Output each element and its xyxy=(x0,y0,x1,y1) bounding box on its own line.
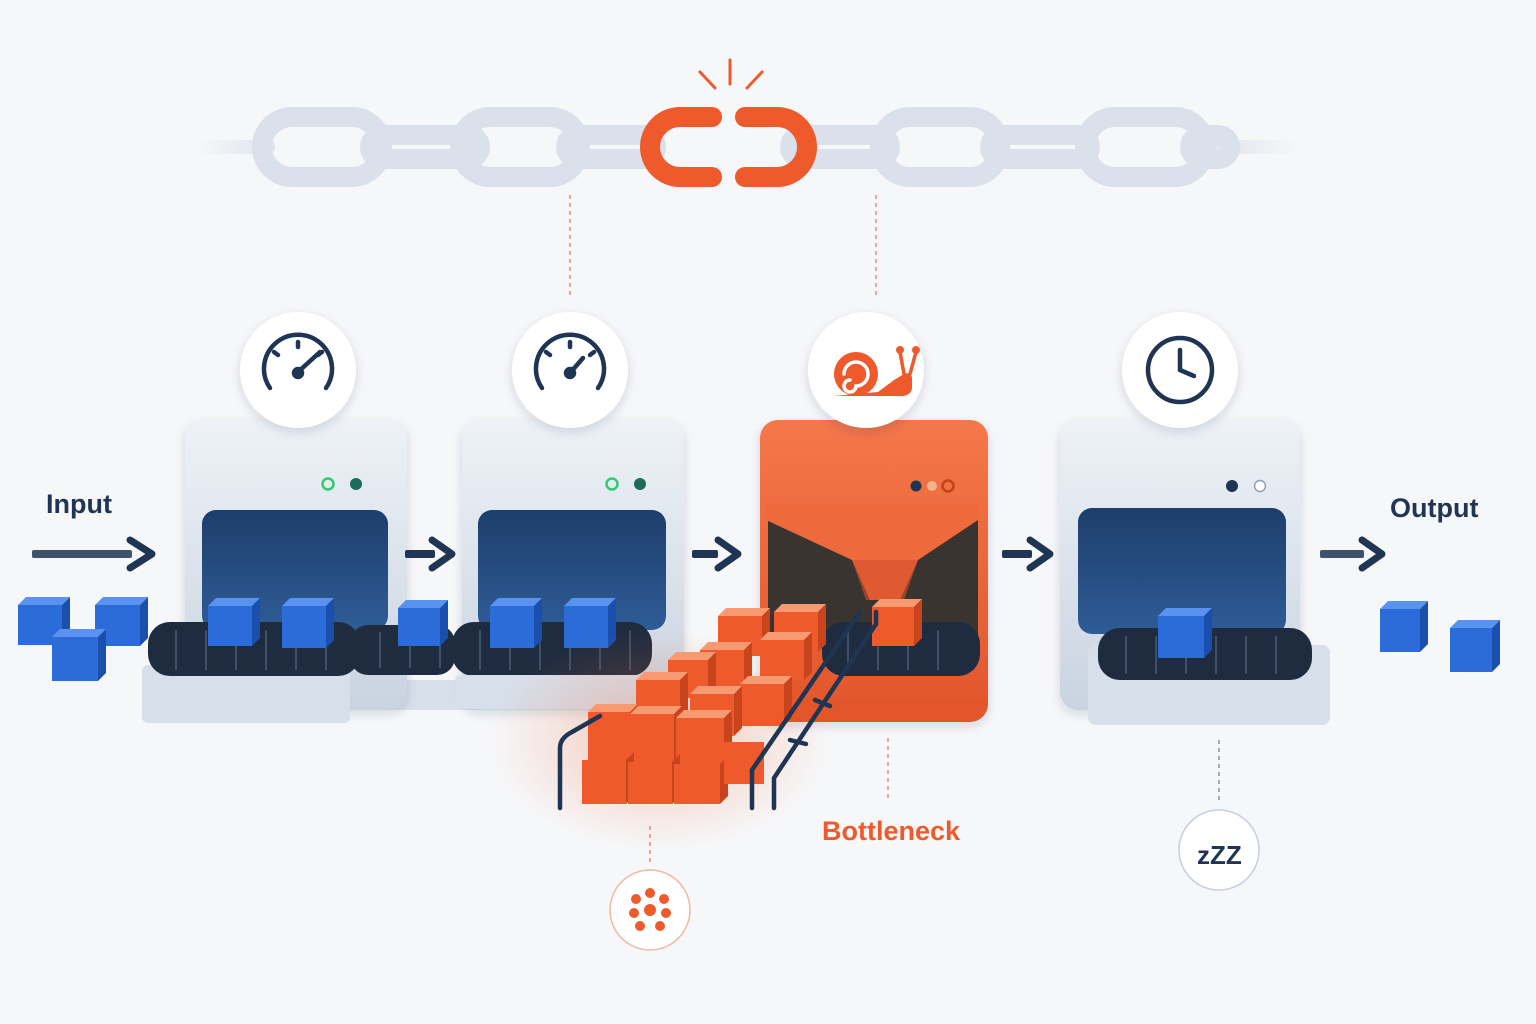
station-indicator xyxy=(808,312,924,428)
block xyxy=(872,599,922,646)
block xyxy=(630,706,682,762)
station-base xyxy=(142,665,350,723)
block xyxy=(740,676,792,726)
block xyxy=(1158,608,1212,658)
guide-rail xyxy=(557,609,879,811)
status-light xyxy=(927,481,937,491)
broken-chain-link-icon xyxy=(640,107,817,187)
station-indicator xyxy=(1122,312,1238,428)
chain xyxy=(195,58,1300,295)
status-light xyxy=(941,479,955,493)
status-light xyxy=(910,480,922,492)
bottleneck-label: Bottleneck xyxy=(822,816,961,846)
queued-blocks xyxy=(557,604,879,811)
output-label: Output xyxy=(1390,493,1478,523)
chain-link xyxy=(1180,125,1240,169)
station-4 xyxy=(1060,312,1330,725)
block xyxy=(674,756,728,804)
arrow-right-icon xyxy=(1320,536,1386,572)
block xyxy=(282,598,334,648)
block xyxy=(52,629,106,681)
status-light xyxy=(321,477,335,491)
block xyxy=(1450,620,1500,672)
snail-icon xyxy=(834,346,920,396)
block xyxy=(1380,601,1428,652)
conveyor-belt xyxy=(822,622,980,676)
input-label: Input xyxy=(46,489,112,519)
clock-icon xyxy=(1145,335,1215,405)
bottleneck-annotation: Bottleneck xyxy=(822,738,961,846)
input-section: Input xyxy=(18,489,156,681)
block xyxy=(208,598,260,646)
station-indicator xyxy=(240,312,356,428)
hopper xyxy=(766,505,978,600)
status-light xyxy=(350,478,362,490)
block xyxy=(398,600,448,646)
sleep-icon: zZZ xyxy=(1197,840,1242,870)
chain-link xyxy=(252,107,392,187)
status-light xyxy=(605,477,619,491)
status-light xyxy=(1253,479,1267,493)
station-2 xyxy=(350,312,684,710)
gauge-icon xyxy=(261,332,335,391)
cluster-icon xyxy=(629,888,671,931)
arrow-right-icon xyxy=(32,536,156,572)
output-blocks xyxy=(1380,601,1500,672)
status-light xyxy=(634,478,646,490)
block xyxy=(760,632,812,680)
status-light xyxy=(1226,480,1238,492)
station-indicator xyxy=(512,312,628,428)
output-section: Output xyxy=(1320,493,1500,672)
input-blocks xyxy=(18,597,148,681)
arrow-right-icon xyxy=(692,536,742,572)
idle-annotation: zZZ xyxy=(1178,740,1260,891)
arrow-right-icon xyxy=(405,536,456,572)
arrow-right-icon xyxy=(1002,536,1054,572)
chain-link xyxy=(360,125,490,169)
station-opening xyxy=(1078,508,1286,634)
block xyxy=(490,598,542,648)
chain-link xyxy=(450,107,590,187)
gauge-icon xyxy=(533,332,607,391)
queue-annotation xyxy=(609,826,691,951)
block xyxy=(676,710,732,764)
chain-link xyxy=(1075,107,1215,187)
